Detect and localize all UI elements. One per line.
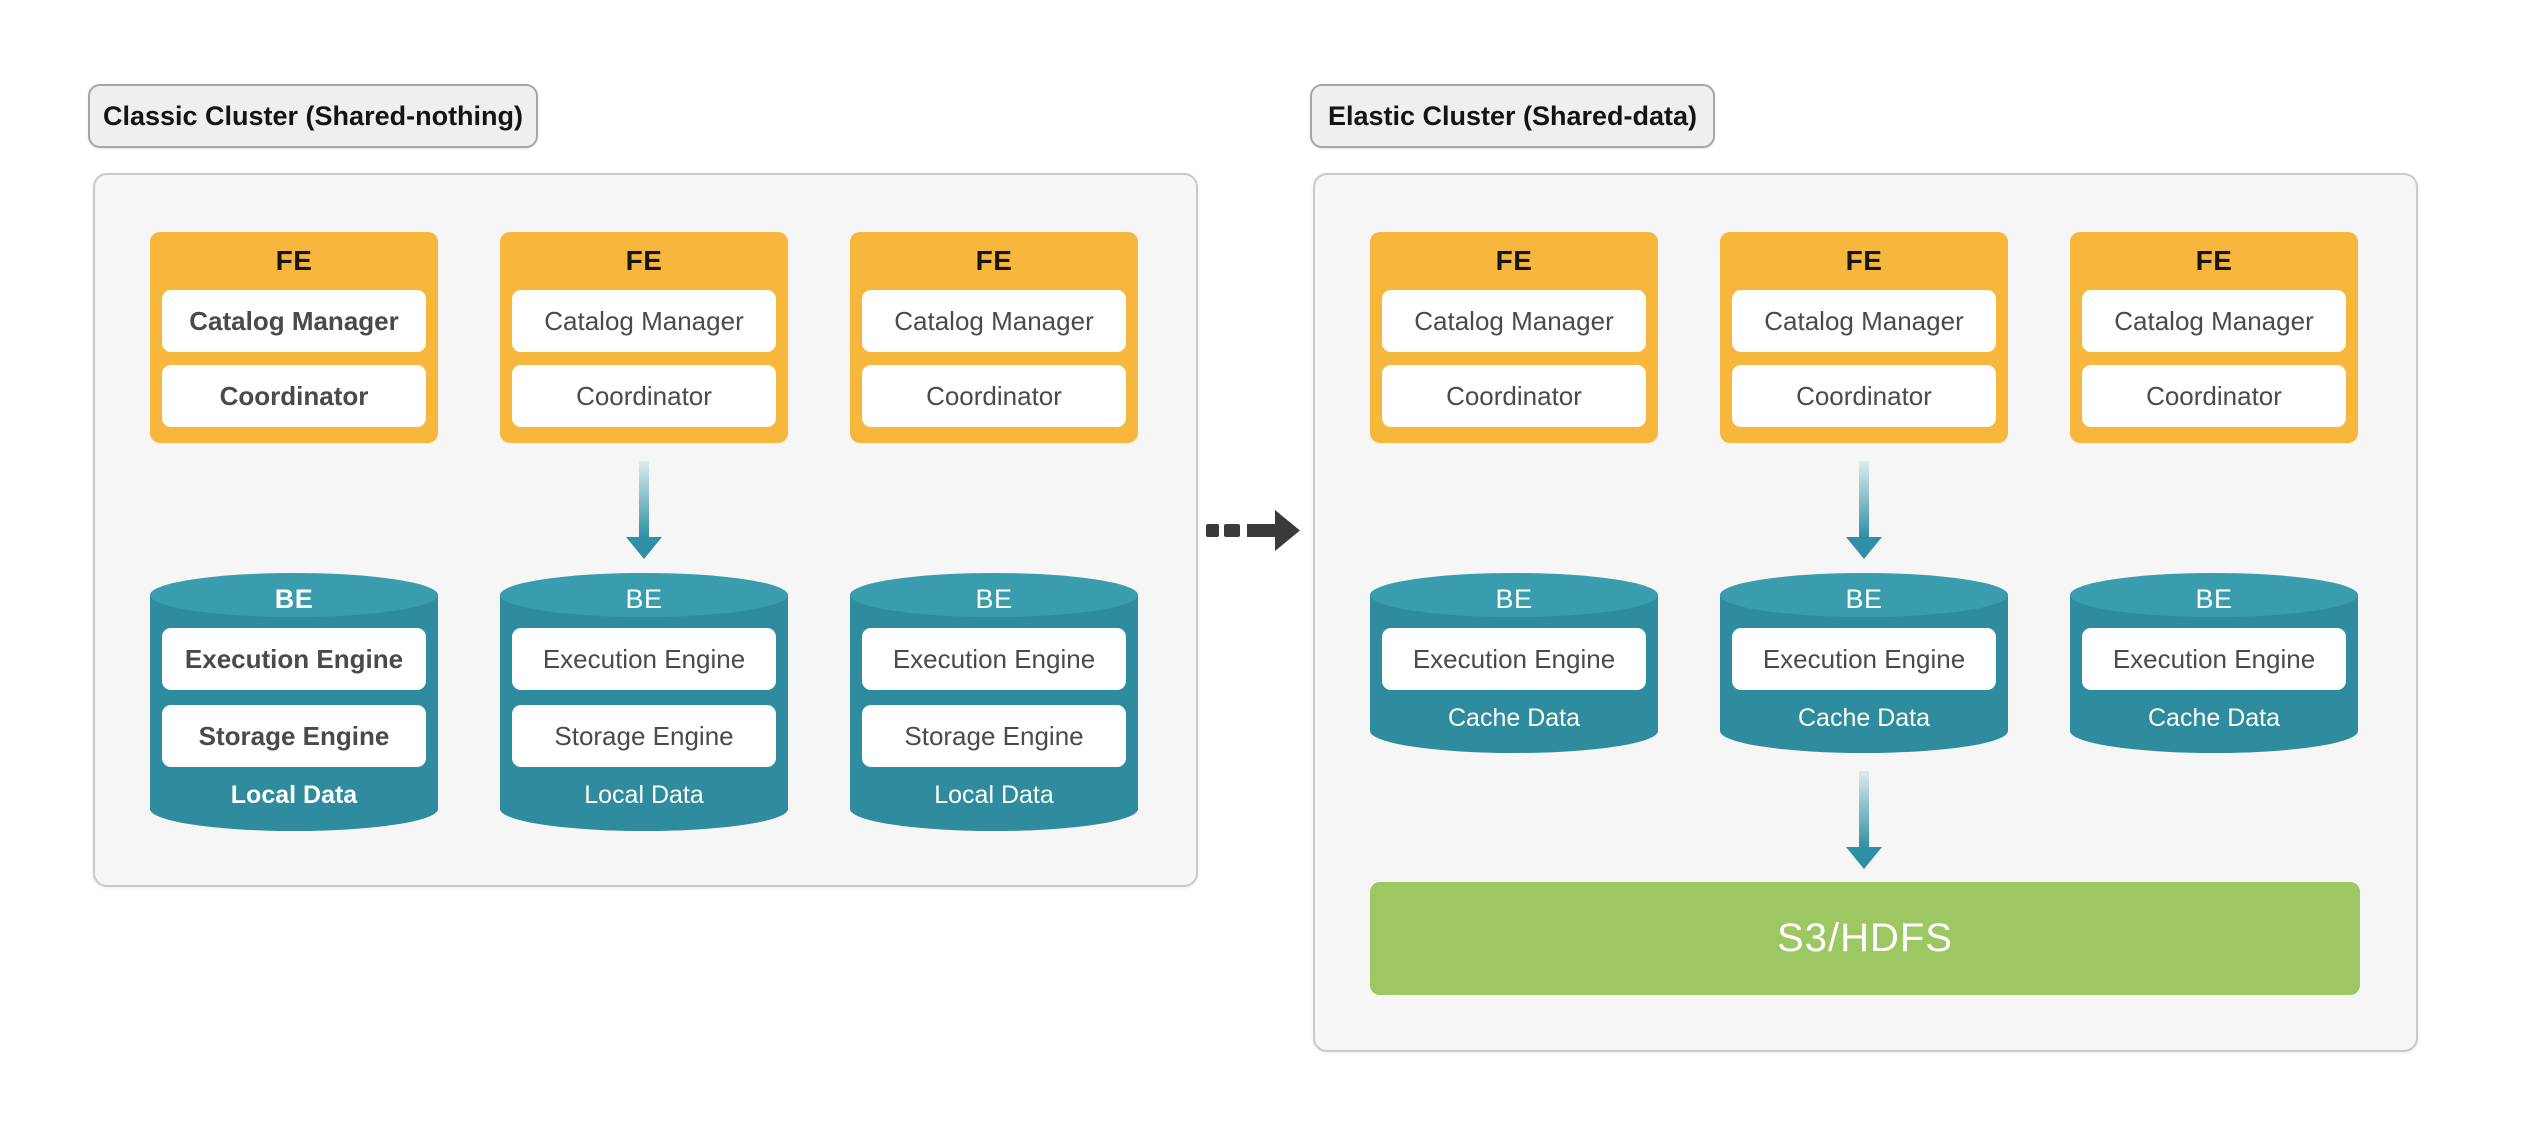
fe-node: FE Catalog Manager Coordinator — [500, 232, 788, 443]
catalog-manager-box: Catalog Manager — [1382, 290, 1646, 352]
fe-node: FE Catalog Manager Coordinator — [1370, 232, 1658, 443]
fe-node: FE Catalog Manager Coordinator — [1720, 232, 2008, 443]
local-data-label: Local Data — [584, 780, 704, 809]
be-node-label: BE — [1845, 583, 1883, 614]
elastic-cluster-badge: Elastic Cluster (Shared-data) — [1310, 84, 1715, 148]
catalog-manager-box: Catalog Manager — [512, 290, 776, 352]
fe-node-label: FE — [625, 245, 663, 276]
elastic-cluster-title: Elastic Cluster (Shared-data) — [1327, 100, 1698, 131]
be-to-storage-arrow-icon — [1846, 771, 1882, 869]
fe-node-label: FE — [2195, 245, 2233, 276]
cluster-transition-arrow-icon — [1206, 510, 1300, 551]
fe-node-label: FE — [1495, 245, 1533, 276]
fe-node-label: FE — [1845, 245, 1883, 276]
be-node: BE Execution Engine Storage Engine Local… — [850, 573, 1138, 831]
fe-to-be-arrow-icon — [626, 461, 662, 559]
local-data-label: Local Data — [934, 780, 1054, 809]
execution-engine-box: Execution Engine — [862, 628, 1126, 690]
fe-node-label: FE — [975, 245, 1013, 276]
local-data-label: Local Data — [230, 780, 358, 809]
catalog-manager-box: Catalog Manager — [862, 290, 1126, 352]
fe-to-be-arrow-icon — [1846, 461, 1882, 559]
be-node-label: BE — [274, 583, 314, 614]
cache-data-label: Cache Data — [1797, 703, 1931, 732]
coordinator-box: Coordinator — [2082, 365, 2346, 427]
cache-data-label: Cache Data — [2147, 703, 2281, 732]
coordinator-box: Coordinator — [1382, 365, 1646, 427]
classic-cluster-badge: Classic Cluster (Shared-nothing) — [88, 84, 538, 148]
classic-cluster-title: Classic Cluster (Shared-nothing) — [102, 100, 524, 131]
coordinator-box: Coordinator — [162, 365, 426, 427]
be-node-label: BE — [2195, 583, 2233, 614]
fe-node: FE Catalog Manager Coordinator — [150, 232, 438, 443]
coordinator-box: Coordinator — [512, 365, 776, 427]
storage-label: S3/HDFS — [1777, 916, 1953, 960]
coordinator-box: Coordinator — [1732, 365, 1996, 427]
execution-engine-box: Execution Engine — [2082, 628, 2346, 690]
fe-node-label: FE — [275, 245, 313, 276]
storage-engine-box: Storage Engine — [862, 705, 1126, 767]
fe-node: FE Catalog Manager Coordinator — [2070, 232, 2358, 443]
be-node: BE Execution Engine Storage Engine Local… — [500, 573, 788, 831]
coordinator-box: Coordinator — [862, 365, 1126, 427]
be-node-label: BE — [625, 583, 663, 614]
execution-engine-box: Execution Engine — [1732, 628, 1996, 690]
be-node: BE Execution Engine Storage Engine Local… — [150, 573, 438, 831]
storage-engine-box: Storage Engine — [162, 705, 426, 767]
catalog-manager-box: Catalog Manager — [162, 290, 426, 352]
cache-data-label: Cache Data — [1447, 703, 1581, 732]
catalog-manager-box: Catalog Manager — [1732, 290, 1996, 352]
execution-engine-box: Execution Engine — [1382, 628, 1646, 690]
be-node-label: BE — [1495, 583, 1533, 614]
fe-node: FE Catalog Manager Coordinator — [850, 232, 1138, 443]
execution-engine-box: Execution Engine — [512, 628, 776, 690]
catalog-manager-box: Catalog Manager — [2082, 290, 2346, 352]
storage-engine-box: Storage Engine — [512, 705, 776, 767]
be-node: BE Execution Engine Cache Data — [1370, 573, 1658, 753]
shared-storage-box: S3/HDFS — [1370, 882, 2360, 995]
be-node: BE Execution Engine Cache Data — [1720, 573, 2008, 753]
execution-engine-box: Execution Engine — [162, 628, 426, 690]
be-node-label: BE — [975, 583, 1013, 614]
be-node: BE Execution Engine Cache Data — [2070, 573, 2358, 753]
